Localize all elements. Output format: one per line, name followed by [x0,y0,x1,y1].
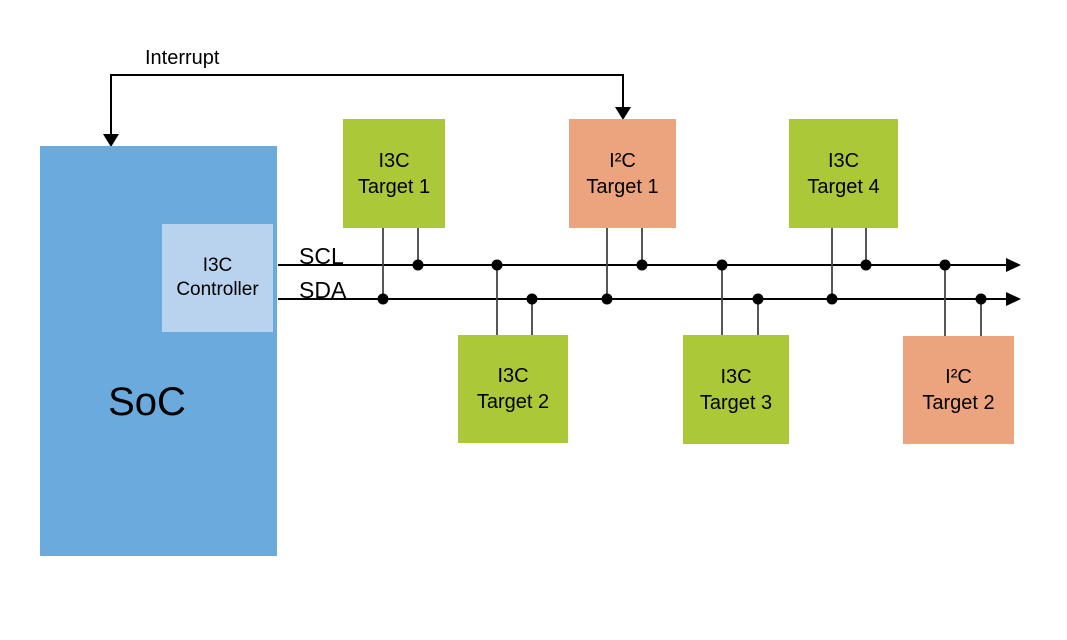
i3c-controller-label-line2: Controller [176,279,259,300]
junction-dot-sda [975,293,987,305]
soc-label: SoC [108,380,186,424]
junction-dot-sda [526,293,538,305]
i3c-target-1-label-line2: Target 1 [357,175,431,198]
i3c-target-4-label-line2: Target 4 [807,175,880,198]
i3c-target-2-label-line1: I3C [497,365,529,387]
scl-arrowhead [1006,258,1021,272]
interrupt-label: Interrupt [145,47,220,69]
i3c-target-1-label-line1: I3C [378,149,410,172]
i2c-target-2-label-line2: Target 2 [922,392,995,414]
junction-dot-sda [752,293,764,305]
junction-dot-scl [412,259,424,271]
i2c-target-1-label-line1: I²C [609,149,636,172]
i3c-target-3-label-line1: I3C [720,365,752,388]
sda-arrowhead [1006,292,1021,306]
soc-box: SoC I3C Controller [40,146,277,556]
i3c-target-2-label-line2: Target 2 [476,391,550,413]
junction-dot-scl [491,259,503,271]
i2c-target-1-label-line2: Target 1 [586,175,659,198]
i2c-target-2-box: I²C Target 2 [903,336,1014,444]
sda-label: SDA [299,277,347,303]
junction-dot-scl [939,259,951,271]
junction-dot-sda [377,293,389,305]
junction-dot-scl [636,259,648,271]
i3c-target-4-label-line1: I3C [827,149,860,172]
i3c-target-3-box: I3C Target 3 [683,335,789,444]
junction-dot-sda [601,293,613,305]
junction-dot-sda [826,293,838,305]
junction-dot-scl [860,259,872,271]
i3c-target-4-box: I3C Target 4 [789,119,898,228]
scl-label: SCL [299,243,344,269]
i3c-target-2-box: I3C Target 2 [458,335,568,443]
i3c-controller-box: I3C Controller [162,224,273,332]
junction-dot-scl [716,259,728,271]
i3c-controller-label-line1: I3C [202,255,233,276]
i3c-target-1-box: I3C Target 1 [343,119,445,228]
i3c-target-3-label-line2: Target 3 [699,391,773,414]
i2c-target-2-label-line1: I²C [945,366,972,388]
i2c-target-1-box: I²C Target 1 [569,119,676,228]
